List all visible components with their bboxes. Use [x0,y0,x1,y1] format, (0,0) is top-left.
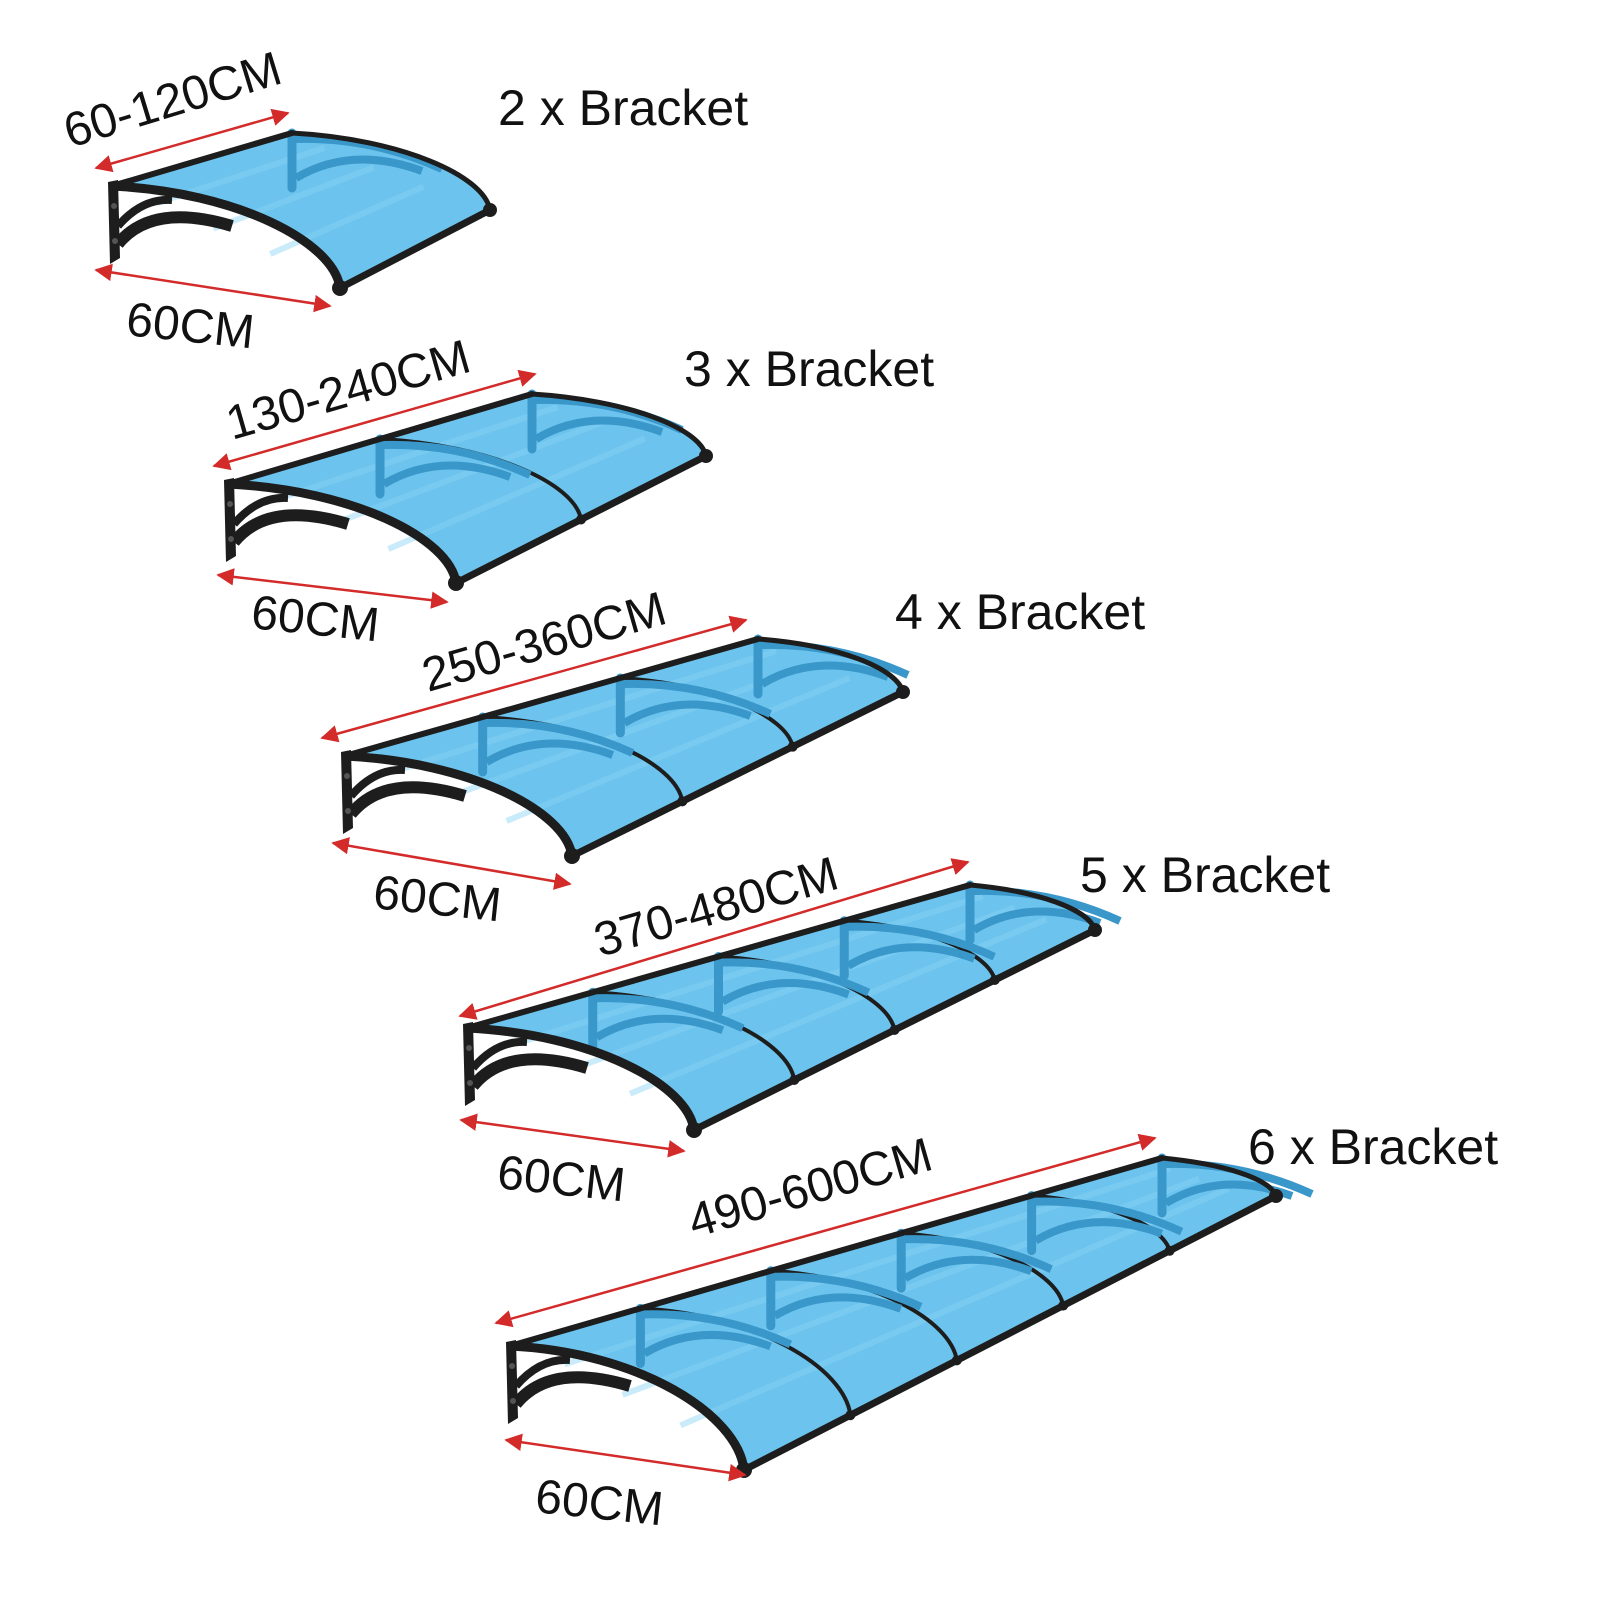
awning-1-depth-label: 60CM [124,293,257,359]
awning-5-depth-label: 60CM [533,1470,666,1536]
end-cap [1269,1189,1283,1203]
side-rail [531,391,709,457]
side-rail [291,130,493,211]
awning-4-canopy [463,880,1122,1138]
panel-sheen [330,419,603,528]
panel-sheen [387,435,647,552]
awning-1: 60-120CM 60CM 2 x Bracket [58,42,748,359]
side-rail [969,882,1098,932]
awning-2-bracket-label: 3 x Bracket [684,341,934,397]
awning-5-width-arrow [494,1133,1157,1328]
wall-bracket-icon [224,478,350,562]
awning-4-width-arrow [458,858,970,1020]
wall-bracket-icon [506,1340,632,1424]
end-cap [332,280,348,296]
awning-5-bracket-label: 6 x Bracket [1248,1119,1498,1175]
awning-5: 490-600CM 60CM 6 x Bracket [494,1119,1498,1536]
awning-1-width-label: 60-120CM [58,42,288,158]
front-rail [336,206,494,292]
front-rail [452,452,710,587]
awning-1-canopy [108,128,497,296]
front-rail [690,926,1099,1134]
side-rail [466,1023,699,1131]
awning-5-depth-arrow [504,1433,747,1482]
awning-4-bracket-label: 5 x Bracket [1080,847,1330,903]
end-cap [448,575,464,591]
awning-2-width-arrow [212,369,537,471]
front-rail [568,688,907,860]
awning-1-width-arrow [94,108,290,173]
awning-2: 130-240CM 60CM 3 x Bracket [212,330,934,652]
end-cap [699,449,713,463]
side-rail [111,181,345,289]
awning-2-depth-arrow [216,568,449,609]
awning-2-depth-label: 60CM [249,586,382,652]
awning-4-depth-label: 60CM [495,1146,628,1212]
end-cap [686,1122,702,1138]
end-cap [896,685,910,699]
wall-bracket-icon [341,750,467,834]
canopy-panel [228,394,706,583]
awning-3-depth-label: 60CM [371,866,504,932]
end-cap [1088,923,1102,937]
end-cap [564,848,580,864]
front-rail [740,1192,1280,1474]
panel-sheen [505,675,851,824]
wall-bracket-icon [463,1022,589,1106]
awning-1-depth-arrow [94,263,332,313]
side-rail [227,479,461,584]
awning-4-depth-arrow [459,1113,686,1158]
awning-3-width-arrow [320,615,748,743]
awning-1-bracket-label: 2 x Bracket [498,80,748,136]
end-cap [483,203,497,217]
panel-sheen [269,184,425,257]
wall-bracket-icon [108,180,234,264]
awning-3-bracket-label: 4 x Bracket [895,584,1145,640]
panel-sheen [212,164,375,232]
side-rail [757,636,906,693]
